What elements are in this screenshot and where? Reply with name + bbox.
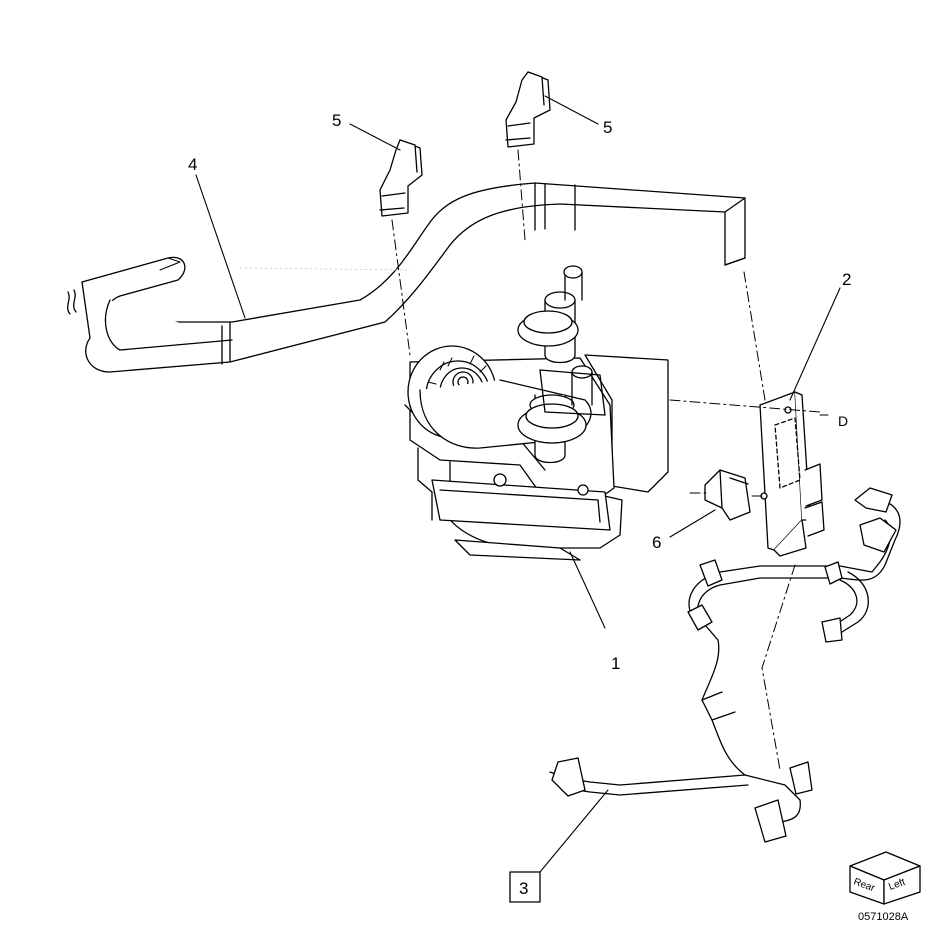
callout-6: 6 <box>652 533 661 552</box>
orientation-left-label: Left <box>887 877 907 893</box>
figure-id: 0571028A <box>858 911 909 923</box>
callout-3: 3 <box>519 879 528 898</box>
leader-lines <box>195 95 841 873</box>
clip-part-5-right <box>505 71 551 148</box>
clip-part-5-left <box>379 139 423 217</box>
flat-cable-part-4 <box>67 182 746 373</box>
reference-d: D <box>838 413 848 429</box>
sensor-board-part-2 <box>759 391 825 557</box>
callout-4: 4 <box>188 155 197 174</box>
callout-2: 2 <box>842 270 851 289</box>
orientation-cube <box>849 851 921 905</box>
callout-5-left: 5 <box>332 111 341 130</box>
callout-3-box <box>509 871 541 903</box>
connector-part-6 <box>704 469 768 521</box>
drive-assembly-part-1 <box>404 265 669 561</box>
callout-5-right: 5 <box>603 118 612 137</box>
wire-harness-part-3 <box>549 487 901 843</box>
callout-1: 1 <box>611 654 620 673</box>
alignment-lines <box>391 149 821 771</box>
